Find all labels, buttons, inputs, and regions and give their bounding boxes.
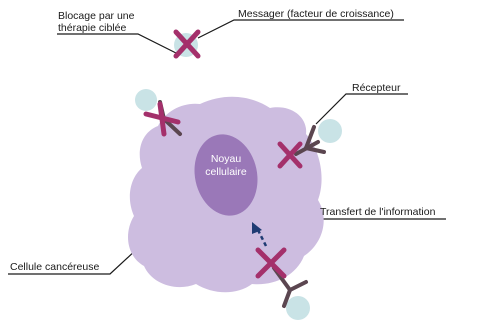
- label-blocage-line1: Blocage par une: [58, 10, 135, 22]
- leader-recepteur: [315, 93, 408, 125]
- receptor-right: [294, 125, 326, 156]
- blocker-x-right: [277, 141, 303, 169]
- label-noyau-line2: cellulaire: [205, 166, 247, 178]
- label-transfert: Transfert de l'information: [320, 206, 436, 218]
- nucleus-shape: [194, 134, 258, 216]
- label-noyau-line1: Noyau: [210, 153, 242, 165]
- blocker-x-top: [173, 29, 201, 59]
- label-recepteur: Récepteur: [352, 82, 401, 94]
- label-blocage-line2: thérapie ciblée: [58, 22, 127, 34]
- blocker-x-left: [143, 101, 181, 137]
- label-cellule: Cellule cancéreuse: [10, 261, 100, 273]
- blocker-x-bottom: [255, 247, 287, 279]
- messenger-left: [135, 89, 157, 111]
- messenger-bottom: [286, 296, 310, 320]
- messenger-right: [318, 119, 342, 143]
- label-messager: Messager (facteur de croissance): [238, 8, 394, 20]
- leader-messager: [197, 19, 404, 39]
- transfer-arrowhead: [252, 222, 262, 234]
- leader-blocage: [57, 33, 179, 55]
- transfer-dash: [256, 229, 268, 247]
